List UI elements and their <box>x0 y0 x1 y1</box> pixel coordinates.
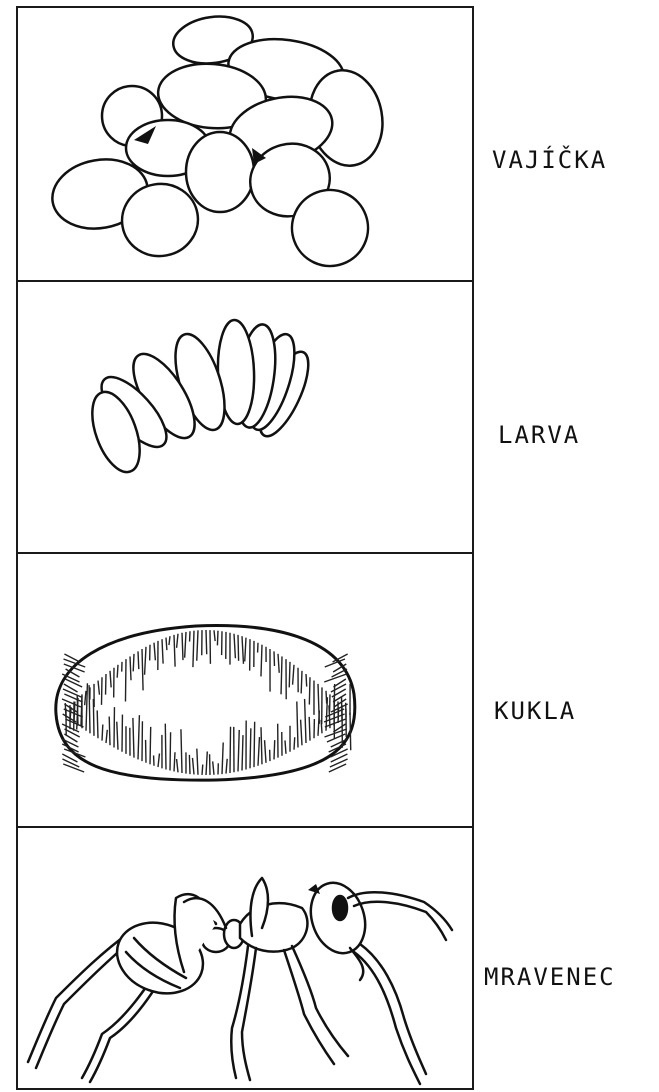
pupa-hatch-stroke <box>274 740 275 759</box>
pupa-hatch-stroke <box>93 699 94 736</box>
pupa-hatch-stroke <box>138 651 139 669</box>
pupa-hatch-stroke <box>250 728 251 768</box>
pupa-hatch-stroke <box>174 752 175 771</box>
stage-label-eggs: VAJÍČKA <box>492 146 607 174</box>
stage-label-pupa: KUKLA <box>494 697 576 725</box>
pupa-hatch-stroke <box>89 685 90 733</box>
egg <box>186 132 254 212</box>
pupa-hatch-stroke <box>261 727 262 764</box>
ant-leg <box>284 950 334 1064</box>
pupa-hatch-stroke <box>202 765 203 775</box>
eggs-illustration <box>16 8 472 278</box>
pupa-hatch-stroke <box>230 727 231 773</box>
pupa-hatch-stroke <box>217 631 218 646</box>
pupa-hatch-stroke <box>338 708 339 723</box>
pupa-hatch-stroke <box>109 716 110 745</box>
pupa-hatch-stroke <box>294 737 295 749</box>
pupa-hatch-stroke <box>63 764 84 772</box>
pupa-hatch-stroke <box>62 759 79 767</box>
ant-eye <box>333 896 347 920</box>
pupa-hatch-stroke <box>101 677 102 705</box>
larva-illustration <box>16 282 472 550</box>
pupa-hatch-stroke <box>350 712 351 750</box>
pupa-hatch-stroke <box>206 630 207 654</box>
pupa-hatch-stroke <box>150 727 151 764</box>
pupa-illustration <box>16 554 472 824</box>
pupa-hatch-stroke <box>306 674 307 687</box>
pupa-hatch-stroke <box>166 638 167 651</box>
pupa-hatch-stroke <box>321 720 322 733</box>
ant-illustration <box>16 828 472 1088</box>
pupa-hatch-stroke <box>289 662 290 687</box>
pupa-hatch-stroke <box>329 764 346 772</box>
pupa-hatch-stroke <box>309 677 310 704</box>
pupa-hatch-stroke <box>97 710 98 738</box>
pupa-hatch-stroke <box>170 732 171 770</box>
pupa-hatch-stroke <box>117 665 118 678</box>
pupa-hatch-stroke <box>242 735 243 770</box>
pupa-hatch-stroke <box>330 759 348 767</box>
pupa-hatch-stroke <box>133 654 134 672</box>
stage-label-larva: LARVA <box>498 421 580 449</box>
pupa-hatch-stroke <box>281 656 282 694</box>
pupa-hatch-stroke <box>309 717 310 741</box>
pupa-hatch-stroke <box>301 671 302 694</box>
pupa-hatch-stroke <box>102 725 103 741</box>
stage-label-adult: MRAVENEC <box>484 963 616 991</box>
pupa-hatch-stroke <box>165 724 166 770</box>
pupa-hatch-stroke <box>182 633 183 660</box>
pupa-hatch-stroke <box>125 659 126 701</box>
pupa-hatch-stroke <box>189 755 190 774</box>
pupa-hatch-stroke <box>254 722 255 767</box>
pupa-hatch-stroke <box>238 635 239 661</box>
ant-antenna <box>360 944 426 1074</box>
